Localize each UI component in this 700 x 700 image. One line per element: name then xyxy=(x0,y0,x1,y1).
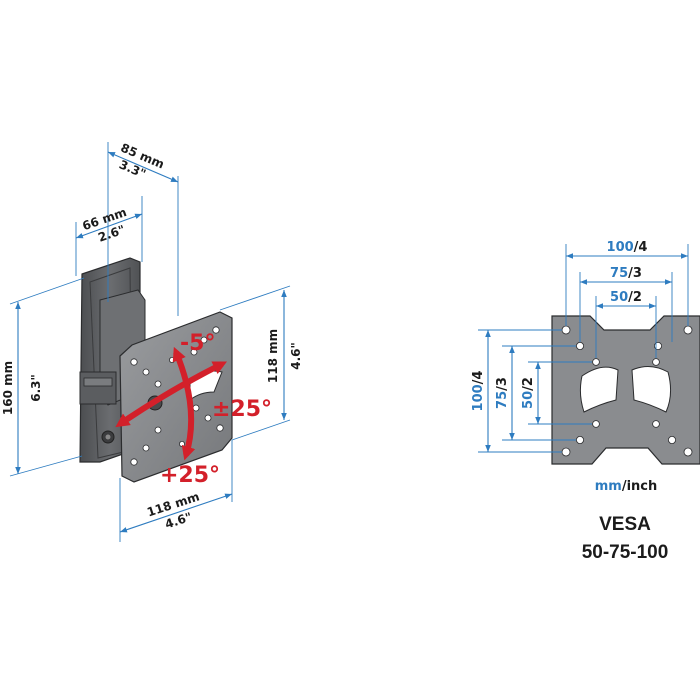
dim-vesa-50-v: 50/2 xyxy=(521,361,592,425)
vesa-100-h-inch: /4 xyxy=(634,240,648,255)
arm-clamp xyxy=(79,371,117,405)
vesa-50-h-inch: /2 xyxy=(628,290,642,305)
units-label: mm/inch xyxy=(595,479,658,494)
dim-vesa-75-h: 75/3 xyxy=(579,266,673,342)
vesa-75-v-inch: /3 xyxy=(495,377,510,391)
plate-height-inch: 4.6" xyxy=(289,342,303,370)
dim-vesa-100-h: 100/4 xyxy=(565,240,689,326)
vesa-sizes: 50-75-100 xyxy=(582,542,669,563)
units-inch: /inch xyxy=(622,479,657,494)
height-mm: 160 mm xyxy=(1,361,15,415)
vesa-50-v-inch: /2 xyxy=(521,377,536,391)
dim-vesa-50-h: 50/2 xyxy=(595,290,657,358)
units-mm: mm xyxy=(595,479,622,494)
svg-text:75/3: 75/3 xyxy=(610,266,642,281)
vesa-75-v-value: 75 xyxy=(495,391,510,409)
vesa-100-h-value: 100 xyxy=(607,240,634,255)
svg-text:100/4: 100/4 xyxy=(607,240,648,255)
svg-text:50/2: 50/2 xyxy=(521,377,536,409)
dim-height: 160 mm 6.3" xyxy=(1,277,85,477)
dim-vesa-100-v: 100/4 xyxy=(471,329,562,453)
swivel-label: ±25° xyxy=(212,397,272,422)
plate-height-mm: 118 mm xyxy=(266,329,280,383)
svg-text:50/2: 50/2 xyxy=(610,290,642,305)
vesa-plate-drawing: 100/4 75/3 50/2 100/4 75/3 xyxy=(471,240,700,563)
dim-vesa-75-v: 75/3 xyxy=(495,345,576,441)
rotation-arrows: -5° ±25° +25° xyxy=(115,331,272,488)
swivel-arrow xyxy=(115,361,228,428)
vesa-75-h-value: 75 xyxy=(610,266,628,281)
svg-text:100/4: 100/4 xyxy=(471,371,486,412)
vesa-75-h-inch: /3 xyxy=(628,266,642,281)
vesa-50-v-value: 50 xyxy=(521,391,536,409)
tilt-up-label: -5° xyxy=(180,331,215,356)
height-inch: 6.3" xyxy=(29,374,43,402)
tilt-down-label: +25° xyxy=(160,463,220,488)
vesa-slot-right xyxy=(631,366,672,413)
vesa-50-h-value: 50 xyxy=(610,290,628,305)
vesa-100-v-value: 100 xyxy=(471,384,486,411)
vesa-title: VESA xyxy=(599,514,651,535)
dim-plate-height: 118 mm 4.6" xyxy=(219,285,303,441)
vesa-slot-left xyxy=(579,366,619,413)
vesa-plate xyxy=(551,315,700,465)
vesa-100-v-inch: /4 xyxy=(471,371,486,385)
svg-text:75/3: 75/3 xyxy=(495,377,510,409)
